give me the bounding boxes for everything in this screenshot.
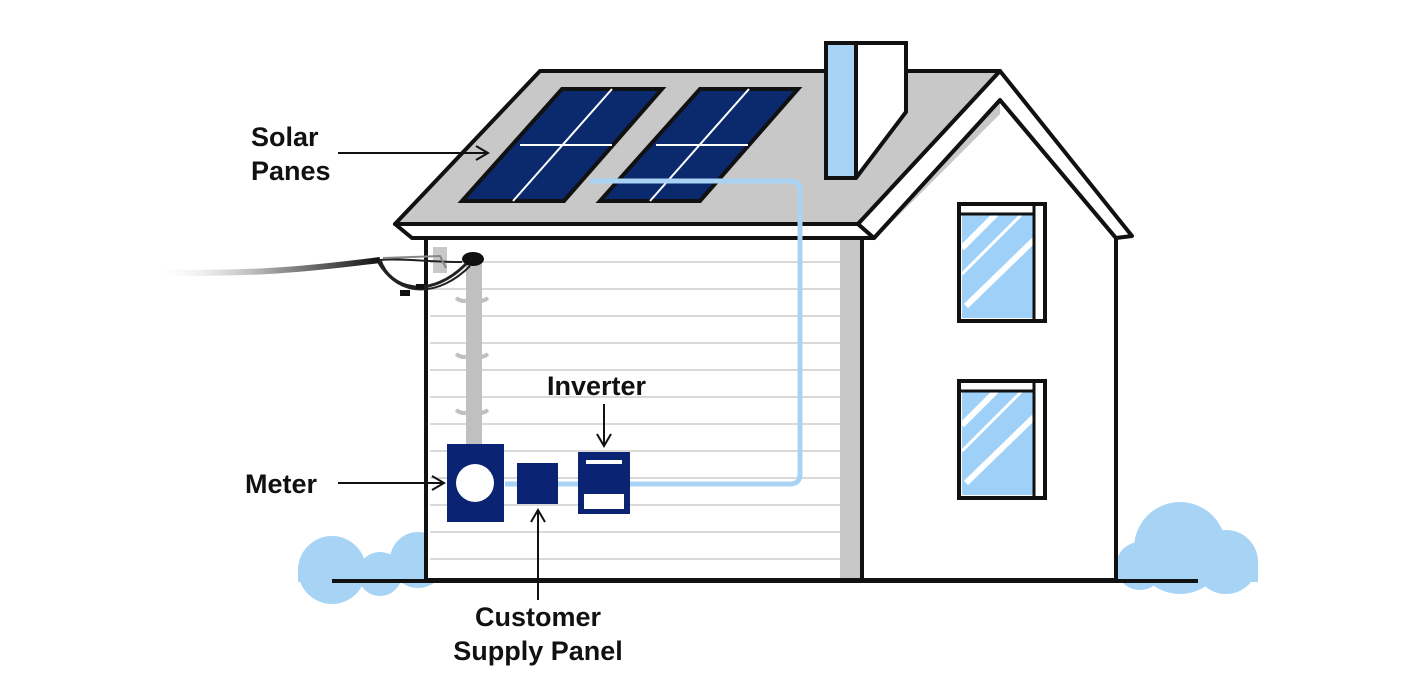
label-customer-supply-panel: Customer Supply Panel: [440, 600, 636, 668]
bush-left-icon: [298, 532, 446, 604]
label-solar-line2: Panes: [251, 156, 331, 186]
chimney-icon: [824, 41, 908, 180]
solar-panel-icon: [457, 87, 667, 203]
dc-wire: [590, 178, 803, 487]
supply-panel-icon: [517, 463, 558, 504]
label-solar-panes: Solar Panes: [251, 120, 331, 188]
front-wall: [424, 234, 864, 582]
window-icon: [957, 379, 1047, 500]
service-drop-icon: [149, 247, 490, 444]
label-solar-line1: Solar: [251, 122, 319, 152]
window-icon: [957, 202, 1047, 323]
label-supply-line2: Supply Panel: [453, 636, 623, 666]
meter-icon: [447, 444, 504, 522]
bush-right-icon: [1116, 502, 1258, 594]
label-inverter: Inverter: [547, 371, 647, 401]
label-supply-line1: Customer: [474, 602, 602, 632]
label-meter: Meter: [245, 469, 318, 499]
inverter-icon: [578, 452, 630, 514]
